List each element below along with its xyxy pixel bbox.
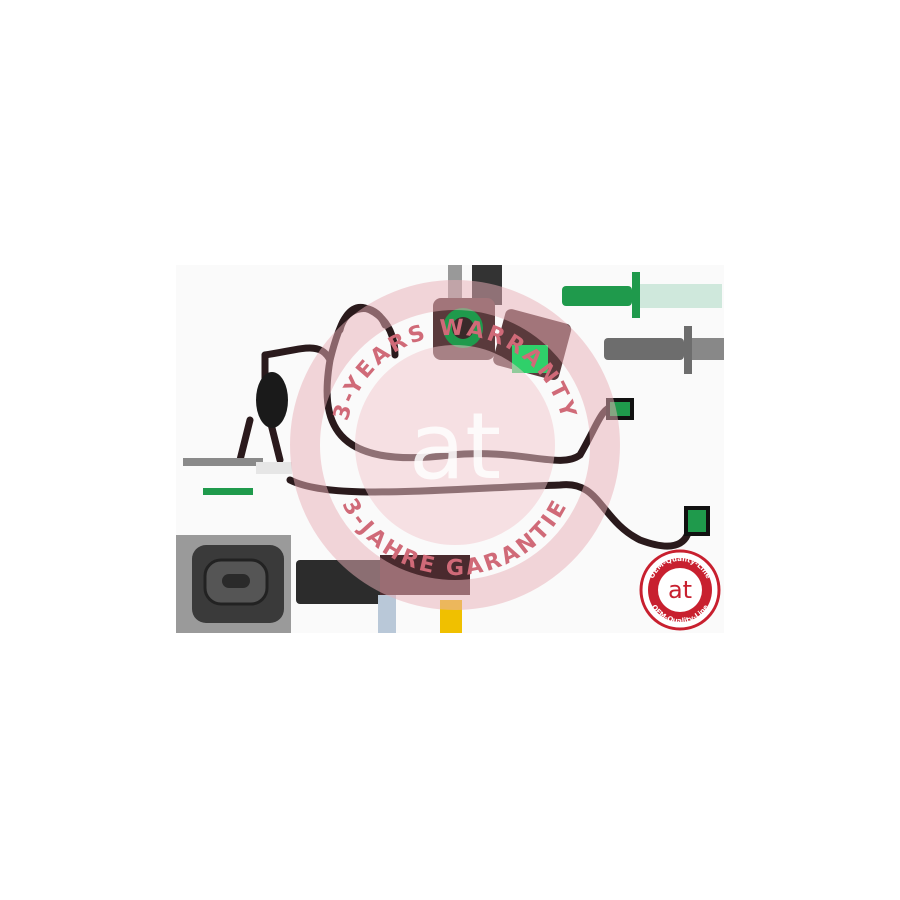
white-fitting: [256, 462, 292, 474]
watermark-logo: at: [409, 393, 501, 500]
primer-bulb: [256, 372, 288, 428]
badge-logo: at: [668, 576, 692, 604]
green-connector-tube: [203, 488, 253, 495]
gray-connector-tube: [183, 458, 263, 466]
green-connector-pipe: [562, 272, 722, 318]
electrical-plug-closeup: [176, 535, 291, 633]
warranty-watermark: at 3-YEARS WARRANTY 3-JAHRE GARANTIE: [290, 280, 620, 610]
oem-quality-badge: at OEM-Quality-Line OEM-Quality-Line: [639, 549, 721, 631]
gray-connector-pipe: [604, 326, 724, 374]
end-connector-bottom: [684, 506, 710, 536]
